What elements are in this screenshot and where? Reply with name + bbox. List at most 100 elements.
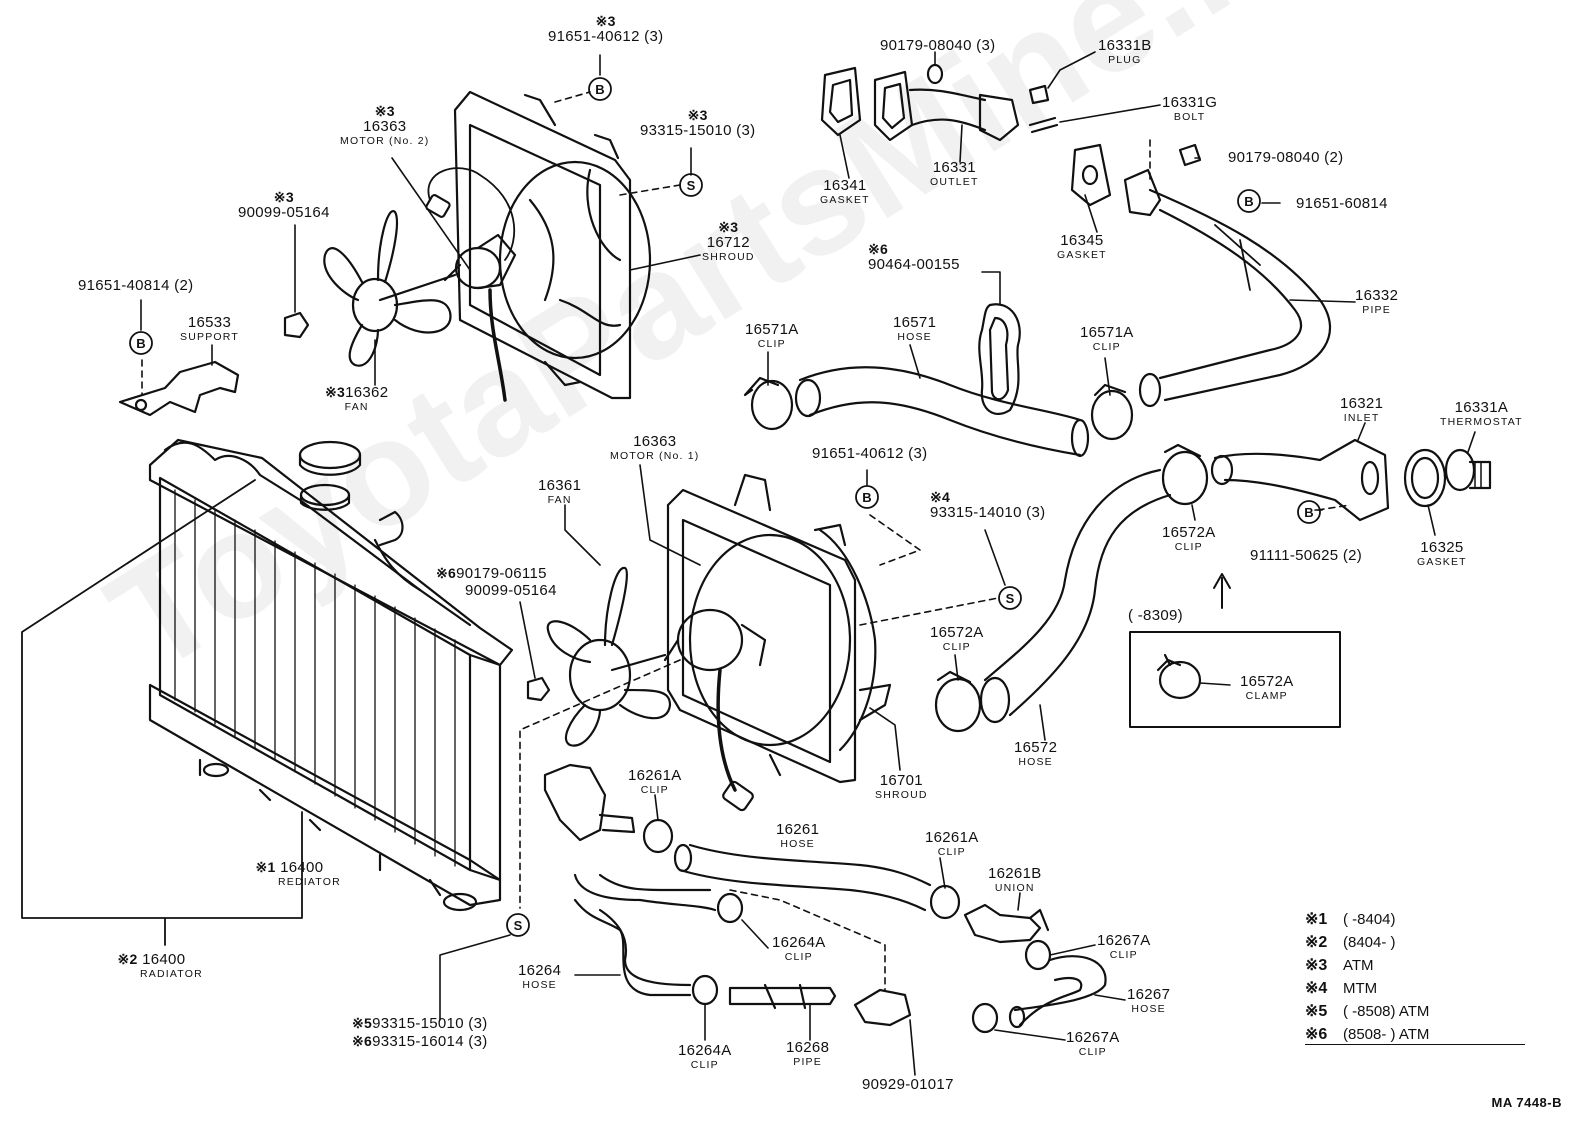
label-91111-50625: 91111-50625 (2) <box>1250 547 1363 564</box>
label-16267a-clip-top: 16267A CLIP <box>1097 932 1151 961</box>
clip-16571a-left <box>743 376 794 431</box>
union-16261b <box>963 903 1050 944</box>
fan-shroud-upper <box>453 90 652 400</box>
arrow-up <box>1213 573 1231 609</box>
radiator <box>148 438 514 912</box>
label-91651-40814: 91651-40814 (2) <box>78 277 194 294</box>
hose-16572 <box>979 468 1172 724</box>
clip-16264a-top <box>716 892 744 924</box>
bolt-markers <box>129 77 1321 937</box>
bolt-b-4: B <box>862 490 871 505</box>
legend-row: ※2(8404- ) <box>1305 934 1396 951</box>
hose-16261 <box>673 843 932 912</box>
label-90099-05164-mid: 90099-05164 <box>465 582 557 599</box>
label-16361-fan: 16361 FAN <box>538 477 582 506</box>
label-16363-motor-no2: ※3 16363 MOTOR (No. 2) <box>340 103 430 147</box>
bolt-b-1: B <box>595 82 604 97</box>
label-16331a-thermostat: 16331A THERMOSTAT <box>1440 399 1523 428</box>
water-pipe <box>1123 139 1332 408</box>
label-91651-60814: 91651-60814 <box>1296 195 1388 212</box>
label-90464-00155: ※6 90464-00155 <box>868 241 960 273</box>
label-16325-gasket: 16325 GASKET <box>1417 539 1467 568</box>
label-90099-05164-top: ※3 90099-05164 <box>238 189 330 221</box>
label-16345-gasket: 16345 GASKET <box>1057 232 1107 261</box>
fan-motor-2 <box>425 167 517 402</box>
legend-row: ※5( -8508) ATM <box>1305 1003 1430 1020</box>
label-16571a-clip-left: 16571A CLIP <box>745 321 799 350</box>
label-16571a-clip-right: 16571A CLIP <box>1080 324 1134 353</box>
diagram-code: MA 7448-B <box>1491 1095 1562 1110</box>
label-16267a-clip-bottom: 16267A CLIP <box>1066 1029 1120 1058</box>
label-16332-pipe: 16332 PIPE <box>1355 287 1399 316</box>
label-16362-fan: ※316362 FAN <box>325 384 389 413</box>
clip-16261a-left <box>642 818 674 854</box>
clip-16264a-bottom <box>691 974 719 1006</box>
clip-16572a-top <box>1161 443 1209 506</box>
gasket-16325 <box>1403 448 1447 508</box>
fan-shroud-lower <box>666 473 892 784</box>
label-91651-40612-mid: 91651-40612 (3) <box>812 445 928 462</box>
label-16264a-clip-bottom: 16264A CLIP <box>678 1042 732 1071</box>
support-bracket <box>118 359 240 417</box>
label-90929-01017: 90929-01017 <box>862 1076 954 1093</box>
label-90179-08040-2: 90179-08040 (2) <box>1228 149 1344 166</box>
label-16400-rediator: ※1 16400 REDIATOR <box>255 859 341 888</box>
label-16533-support: 16533 SUPPORT <box>180 314 239 343</box>
thermostat <box>1444 448 1492 492</box>
pipe-16268 <box>728 983 837 1010</box>
leader-lines <box>140 51 1476 1076</box>
label-16701-shroud: 16701 SHROUD <box>875 772 928 801</box>
radiator-cap <box>298 440 362 476</box>
fan-motor-1 <box>663 608 767 812</box>
radiator-leader <box>21 479 303 946</box>
label-16261b-union: 16261B UNION <box>988 865 1042 894</box>
inset-box <box>1129 631 1341 728</box>
clamp-16572a <box>1156 653 1202 700</box>
hose-16267 <box>1008 955 1107 1029</box>
label-16571-hose: 16571 HOSE <box>893 314 937 343</box>
label-16264a-clip-top: 16264A CLIP <box>772 934 826 963</box>
clip-16267a-bottom <box>971 1002 999 1034</box>
label-16572a-clip-top: 16572A CLIP <box>1162 524 1216 553</box>
label-16331-outlet: 16331 OUTLET <box>930 159 979 188</box>
bolt-b-5: B <box>1304 505 1313 520</box>
nut-lower <box>526 676 551 702</box>
label-16267-hose: 16267 HOSE <box>1127 986 1171 1015</box>
gasket-ring <box>978 303 1021 415</box>
label-16572-hose: 16572 HOSE <box>1014 739 1058 768</box>
bolt-s-1: S <box>687 178 696 193</box>
label-inset-range: ( -8309) <box>1128 607 1183 624</box>
legend-row: ※1( -8404) <box>1305 911 1396 928</box>
label-16261a-clip-left: 16261A CLIP <box>628 767 682 796</box>
fan-upper <box>323 210 457 367</box>
label-90179-08040-3: 90179-08040 (3) <box>880 37 996 54</box>
label-16572a-clip-mid: 16572A CLIP <box>930 624 984 653</box>
bolt-s-3: S <box>514 918 523 933</box>
label-16712-shroud: ※3 16712 SHROUD <box>702 219 755 263</box>
nut-upper <box>283 311 310 339</box>
legend-rule <box>1305 1044 1525 1045</box>
clip-16571a-right <box>1090 383 1134 441</box>
label-16331g-bolt: 16331G BOLT <box>1162 94 1218 123</box>
label-93315-15010: ※3 93315-15010 (3) <box>640 107 756 139</box>
clip-16267a-top <box>1024 939 1052 971</box>
bolt-s-2: S <box>1006 591 1015 606</box>
hose-16264 <box>573 873 717 997</box>
label-16268-pipe: 16268 PIPE <box>786 1039 830 1068</box>
water-inlet <box>1210 438 1390 522</box>
water-valve <box>543 763 636 842</box>
label-91651-40612-top: ※3 91651-40612 (3) <box>548 13 664 45</box>
label-16261a-clip-right: 16261A CLIP <box>925 829 979 858</box>
label-16572a-clamp: 16572A CLAMP <box>1240 673 1294 702</box>
clip-16572a-mid <box>934 670 982 733</box>
label-90179-06115: ※690179-06115 <box>436 565 547 582</box>
label-16363-motor-no1: 16363 MOTOR (No. 1) <box>610 433 700 462</box>
clamp-90929 <box>853 988 912 1027</box>
hose-16571 <box>794 366 1090 458</box>
label-16321-inlet: 16321 INLET <box>1340 395 1384 424</box>
label-93315-16014-6: ※693315-16014 (3) <box>352 1033 488 1050</box>
